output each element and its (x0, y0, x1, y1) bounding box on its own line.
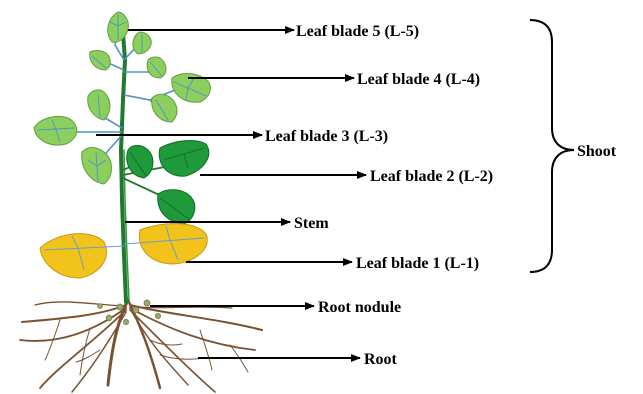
leaf-blade-3-group (34, 116, 112, 184)
label-leaf-blade-1: Leaf blade 1 (L-1) (356, 255, 479, 272)
label-leaf-blade-3: Leaf blade 3 (L-3) (265, 128, 388, 145)
label-leaf-blade-2: Leaf blade 2 (L-2) (370, 168, 493, 185)
label-leaf-blade-5: Leaf blade 5 (L-5) (296, 23, 419, 40)
label-leaf-blade-4: Leaf blade 4 (L-4) (357, 71, 480, 88)
label-shoot: Shoot (577, 143, 617, 160)
labels: Leaf blade 5 (L-5) Leaf blade 4 (L-4) Le… (265, 23, 617, 368)
label-root-nodule: Root nodule (318, 299, 401, 316)
leaf-blade-5-group (90, 12, 166, 78)
label-stem: Stem (294, 215, 329, 232)
shoot-brace (530, 20, 574, 272)
leaf-blade-2-group (127, 141, 209, 224)
label-root: Root (364, 351, 398, 368)
root-system (20, 300, 262, 392)
